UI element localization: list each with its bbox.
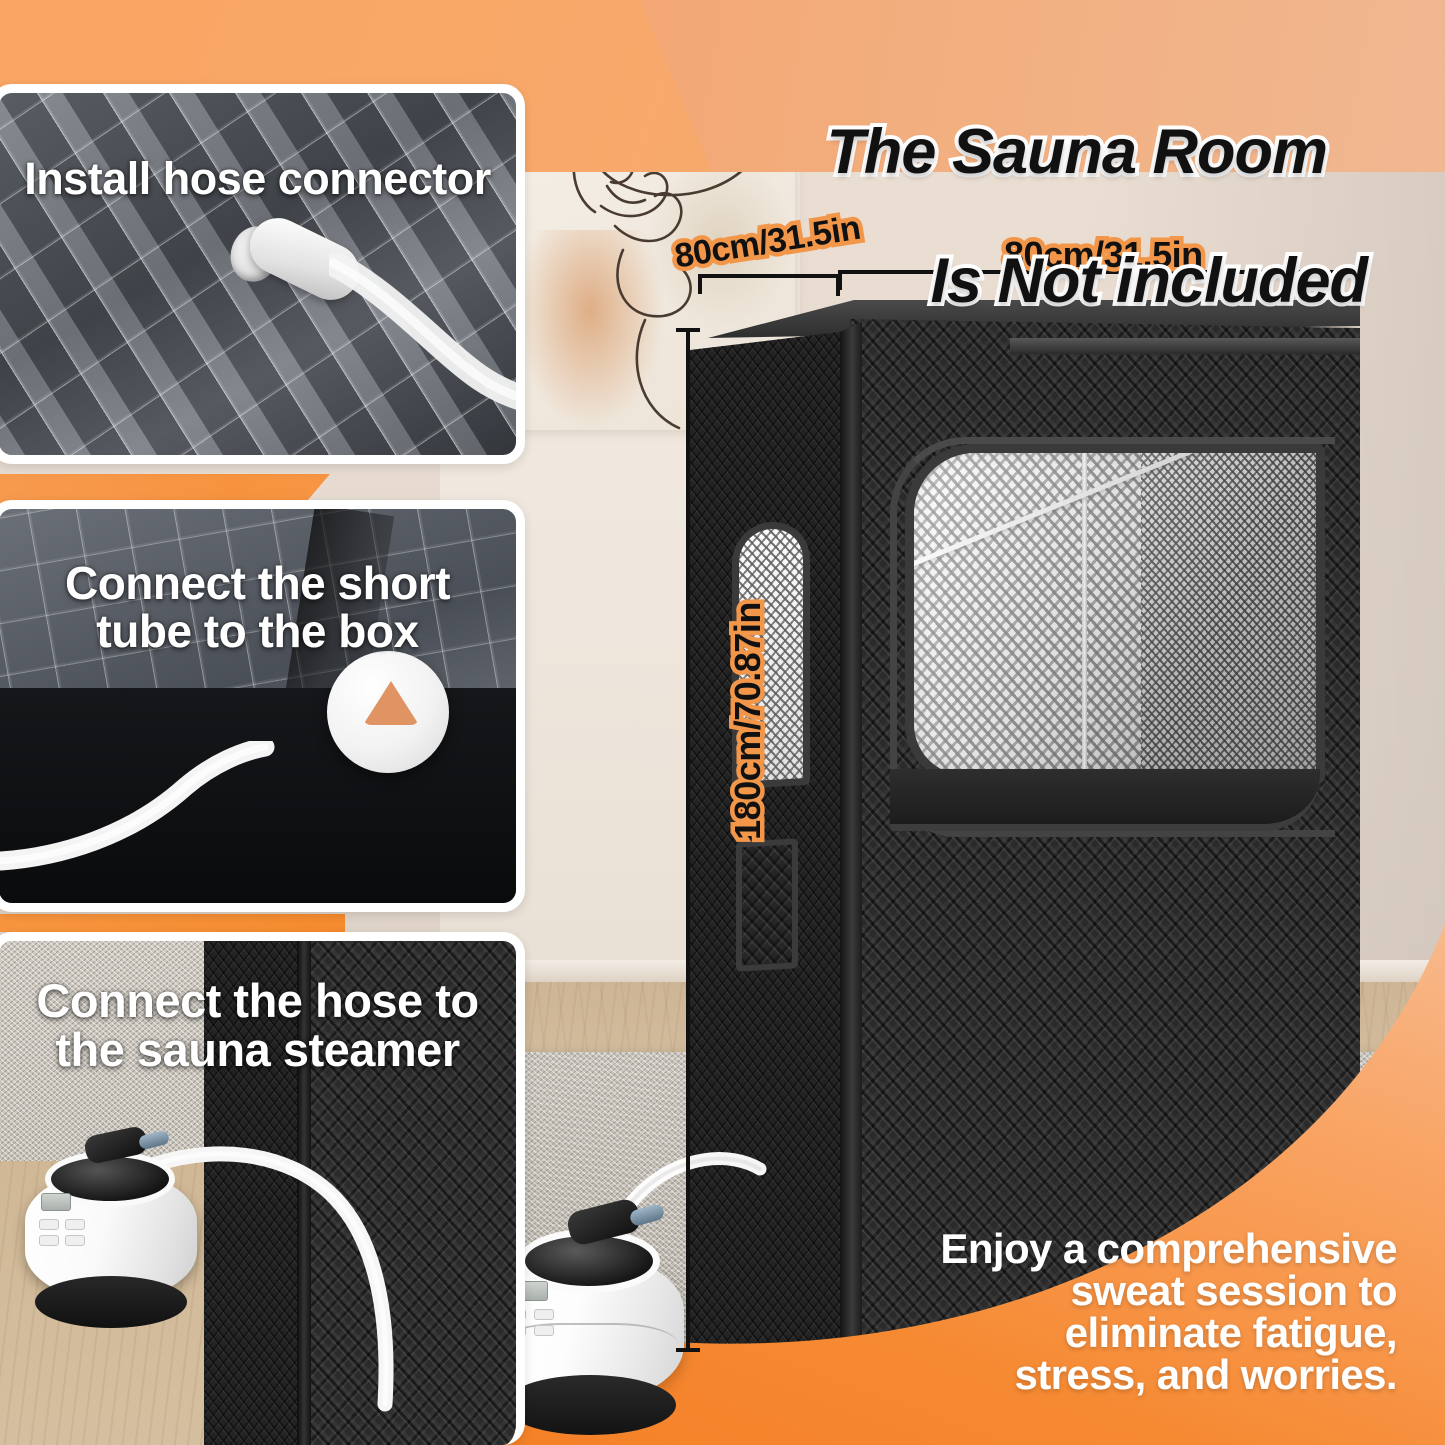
panel-3-tent-front bbox=[304, 941, 516, 1445]
steamer-base bbox=[504, 1375, 676, 1435]
step-panel-connect-hose-to-steamer: Connect the hose to the sauna steamer bbox=[0, 932, 525, 1445]
tent-door-window bbox=[905, 444, 1325, 784]
panel-3-steamer-button-2[interactable] bbox=[65, 1219, 85, 1230]
short-tube bbox=[0, 741, 275, 871]
tagline-line-4: stress, and worries. bbox=[1014, 1351, 1397, 1398]
panel-3-tent-side bbox=[204, 941, 304, 1445]
tent-front-panel bbox=[850, 319, 1360, 1397]
bottom-tagline: Enjoy a comprehensive sweat session to e… bbox=[757, 1228, 1397, 1396]
tent-door-bottom-flap bbox=[890, 769, 1320, 831]
dimension-label-height: 180cm/70.87in bbox=[723, 598, 773, 845]
tent-door-seam bbox=[1082, 453, 1087, 775]
connector-triangle-icon bbox=[363, 681, 419, 725]
panel-3-steamer-button-4[interactable] bbox=[65, 1235, 85, 1246]
panel-3-hose bbox=[139, 1146, 394, 1412]
tagline-line-2: sweat session to bbox=[1070, 1267, 1397, 1314]
tagline-line-1: Enjoy a comprehensive bbox=[940, 1225, 1397, 1272]
panel-2-title-line-2: tube to the box bbox=[96, 605, 419, 658]
panel-3-steamer-button-1[interactable] bbox=[39, 1219, 59, 1230]
panel-3-tent-edge bbox=[297, 941, 311, 1445]
step-panel-install-hose-connector: Install hose connector bbox=[0, 84, 525, 464]
panel-3-title-line-1: Connect the hose to bbox=[36, 974, 479, 1027]
panel-3-steamer-lcd bbox=[41, 1193, 71, 1211]
tube-connector-disc bbox=[327, 651, 449, 773]
tent-side-panel bbox=[690, 330, 856, 1400]
hose-tube bbox=[329, 253, 516, 410]
art-blob-neutral bbox=[645, 150, 795, 330]
panel-3-steamer-button-3[interactable] bbox=[39, 1235, 59, 1246]
panel-3-title: Connect the hose to the sauna steamer bbox=[0, 976, 516, 1075]
panel-3-title-line-2: the sauna steamer bbox=[55, 1023, 460, 1077]
headline-line-1: The Sauna Room bbox=[822, 116, 1332, 189]
tent-corner-edge bbox=[840, 322, 862, 1397]
tent-door-shading bbox=[914, 453, 1316, 775]
orange-divider-stripe-lower bbox=[0, 914, 345, 932]
tent-door-mesh-section bbox=[1141, 453, 1316, 775]
headline-line-2: Is Not included bbox=[926, 244, 1372, 317]
steamer-button-4[interactable] bbox=[534, 1325, 554, 1336]
steamer-seam bbox=[498, 1323, 678, 1365]
headline: The Sauna Room Is Not included bbox=[822, 56, 1372, 377]
panel-1-title: Install hose connector bbox=[24, 153, 491, 204]
steamer-button-2[interactable] bbox=[534, 1309, 554, 1320]
panel-2-title-line-1: Connect the short bbox=[64, 557, 451, 609]
panel-3-steamer-unit bbox=[13, 1124, 213, 1331]
tagline-line-3: eliminate fatigue, bbox=[1064, 1309, 1398, 1356]
portable-sauna-tent bbox=[690, 300, 1360, 1415]
tent-door-zipper-curve bbox=[890, 437, 1335, 837]
panel-2-title: Connect the short tube to the box bbox=[0, 559, 516, 656]
tent-front-top-frame bbox=[1010, 338, 1360, 354]
step-panel-connect-short-tube: Connect the short tube to the box bbox=[0, 500, 525, 912]
panel-3-steamer-base bbox=[35, 1276, 187, 1328]
sauna-steamer-unit bbox=[480, 1196, 705, 1445]
